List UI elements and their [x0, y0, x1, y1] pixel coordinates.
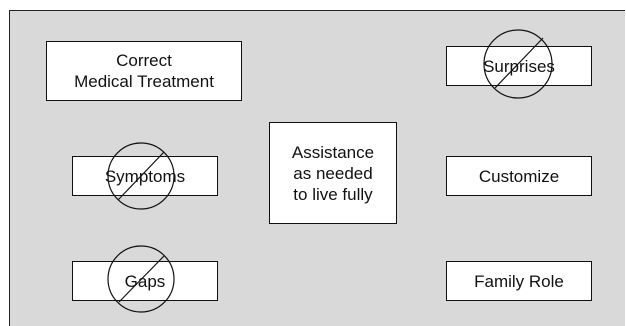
gaps-box: Gaps: [72, 261, 218, 301]
center-assistance-label: Assistance as needed to live fully: [291, 142, 375, 204]
surprises-box: Surprises: [446, 46, 592, 86]
gaps-label: Gaps: [124, 271, 166, 291]
family-role-label: Family Role: [474, 271, 564, 291]
surprises-label: Surprises: [483, 56, 555, 76]
symptoms-label: Symptoms: [104, 166, 186, 186]
correct-medical-treatment-label: Correct Medical Treatment: [74, 51, 214, 91]
customize-box: Customize: [446, 156, 592, 196]
diagram-canvas: Correct Medical Treatment Symptoms Gaps …: [9, 10, 625, 326]
customize-label: Customize: [478, 166, 560, 186]
center-assistance-box: Assistance as needed to live fully: [269, 122, 397, 224]
correct-medical-treatment-box: Correct Medical Treatment: [46, 41, 242, 101]
family-role-box: Family Role: [446, 261, 592, 301]
symptoms-box: Symptoms: [72, 156, 218, 196]
